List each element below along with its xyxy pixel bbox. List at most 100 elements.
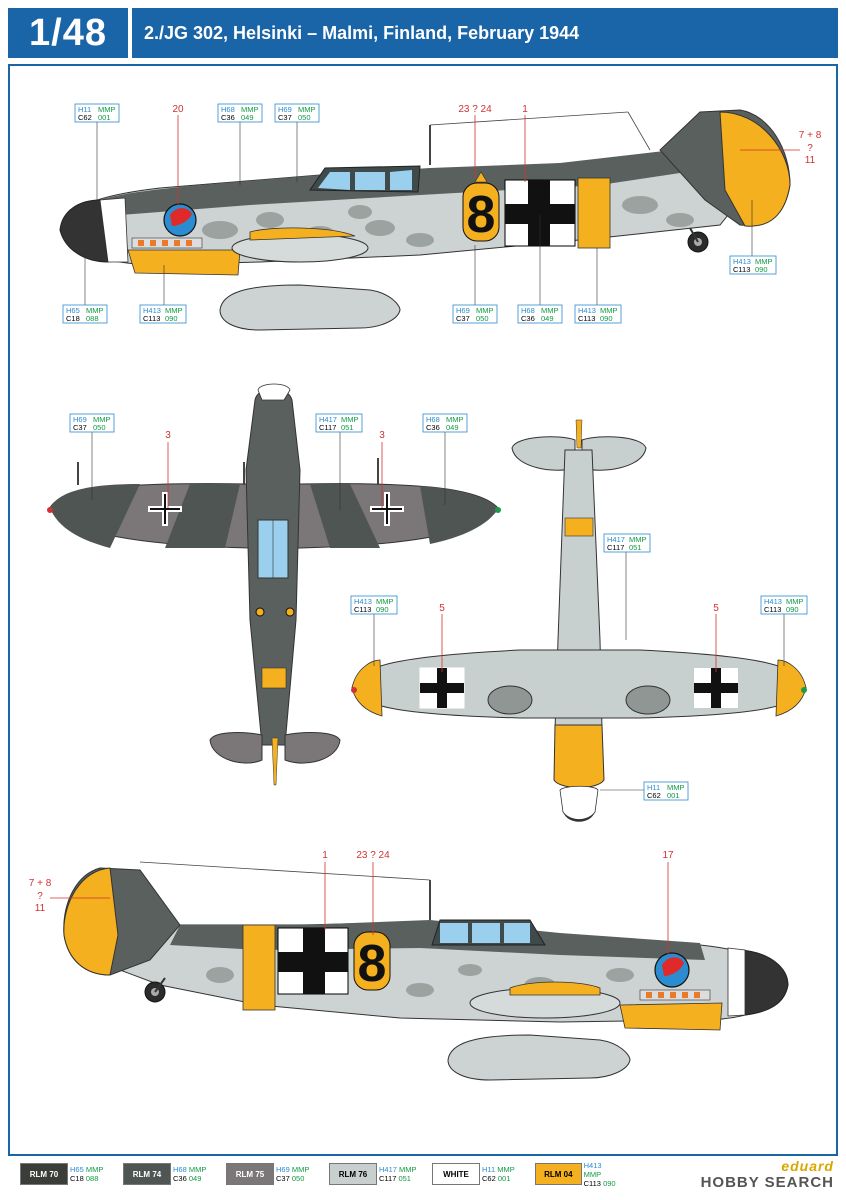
page-title: 2./JG 302, Helsinki – Malmi, Finland, Fe… xyxy=(132,8,838,58)
callout-7-8: 7 + 8 xyxy=(799,130,822,141)
svg-text:MMP: MMP xyxy=(165,306,183,315)
callout-5-left: 5 xyxy=(439,603,445,614)
svg-text:C36: C36 xyxy=(221,113,235,122)
fuselage-number: 8 xyxy=(467,186,496,244)
svg-text:MMP: MMP xyxy=(786,597,804,606)
svg-text:049: 049 xyxy=(241,113,254,122)
svg-text:051: 051 xyxy=(341,423,354,432)
svg-text:050: 050 xyxy=(298,113,311,122)
svg-text:H11: H11 xyxy=(647,783,660,792)
callout-1-right: 1 xyxy=(322,850,328,861)
legend-mmp-code: 050 xyxy=(291,1174,305,1183)
legend-mmp: MMP xyxy=(188,1165,207,1174)
callout-5-right: 5 xyxy=(713,603,719,614)
eduard-logo: eduard xyxy=(781,1158,834,1174)
callout-11: 11 xyxy=(805,155,816,166)
svg-text:H68: H68 xyxy=(221,105,235,114)
svg-text:090: 090 xyxy=(755,265,768,274)
svg-text:C113: C113 xyxy=(733,265,750,274)
callout-17: 17 xyxy=(662,850,674,861)
legend-c-code: C62 xyxy=(482,1174,496,1183)
svg-text:090: 090 xyxy=(165,314,178,323)
right-balkenkreuz xyxy=(277,927,349,995)
legend-c-code: C117 xyxy=(379,1174,397,1183)
legend-h-code: H65 xyxy=(70,1165,84,1174)
svg-text:MMP: MMP xyxy=(298,105,316,114)
svg-text:H413: H413 xyxy=(733,257,751,266)
legend-mmp-code: 001 xyxy=(497,1174,511,1183)
top-cross-left xyxy=(148,492,182,526)
legend-mmp-code: 088 xyxy=(85,1174,99,1183)
callout-question-right: ? xyxy=(37,891,43,902)
legend-h-code: H417 xyxy=(379,1165,397,1174)
legend-mmp: MMP xyxy=(399,1165,417,1174)
svg-text:C37: C37 xyxy=(278,113,292,122)
svg-text:049: 049 xyxy=(541,314,554,323)
underside-plan-view: 5 5 xyxy=(351,419,807,822)
legend-mmp-code: 049 xyxy=(188,1174,202,1183)
legend-mmp: MMP xyxy=(291,1165,310,1174)
legend-color-name: RLM 04 xyxy=(535,1163,582,1185)
svg-text:H413: H413 xyxy=(354,597,372,606)
svg-text:H65: H65 xyxy=(66,306,80,315)
callout-11-right: 11 xyxy=(35,903,46,914)
underside-cross-left xyxy=(419,667,465,709)
legend-mmp: MMP xyxy=(497,1165,515,1174)
legend-c-code: C113 xyxy=(583,1178,601,1188)
svg-text:C113: C113 xyxy=(764,605,781,614)
svg-text:MMP: MMP xyxy=(341,415,359,424)
svg-text:MMP: MMP xyxy=(755,257,773,266)
callout-23-24-right: 23 ? 24 xyxy=(356,850,390,861)
svg-text:050: 050 xyxy=(93,423,106,432)
right-profile-view: 8 1 23 ? 24 17 7 xyxy=(29,850,789,1081)
callout-20: 20 xyxy=(172,104,184,115)
header: 1/48 2./JG 302, Helsinki – Malmi, Finlan… xyxy=(0,0,846,62)
svg-text:MMP: MMP xyxy=(446,415,464,424)
callout-23-24: 23 ? 24 xyxy=(458,104,492,115)
svg-text:MMP: MMP xyxy=(476,306,494,315)
left-profile-view: 8 xyxy=(59,104,822,331)
scale-label: 1/48 xyxy=(8,8,128,58)
svg-text:050: 050 xyxy=(476,314,489,323)
hobby-search-logo: HOBBY SEARCH xyxy=(700,1174,834,1191)
top-plan-view: 3 3 xyxy=(47,383,501,786)
callout-1: 1 xyxy=(522,104,528,115)
svg-text:C18: C18 xyxy=(66,314,80,323)
legend-color-name: RLM 74 xyxy=(123,1163,171,1185)
legend-mmp: MMP xyxy=(85,1165,104,1174)
legend-mmp-code: 051 xyxy=(398,1174,411,1183)
legend-mmp-code: 090 xyxy=(603,1178,616,1188)
svg-text:H413: H413 xyxy=(764,597,782,606)
svg-text:090: 090 xyxy=(600,314,613,323)
svg-text:051: 051 xyxy=(629,543,642,552)
svg-text:H417: H417 xyxy=(319,415,337,424)
svg-text:C62: C62 xyxy=(78,113,92,122)
top-cross-right xyxy=(370,492,404,526)
legend-c-code: C36 xyxy=(173,1174,187,1183)
legend-c-code: C37 xyxy=(276,1174,290,1183)
svg-text:C62: C62 xyxy=(647,791,661,800)
legend-h-code: H413 xyxy=(583,1160,602,1170)
drop-tank xyxy=(219,284,401,331)
svg-text:088: 088 xyxy=(86,314,99,323)
fuselage-number-right: 8 xyxy=(358,935,387,993)
svg-text:H69: H69 xyxy=(456,306,470,315)
svg-text:H413: H413 xyxy=(143,306,161,315)
svg-text:MMP: MMP xyxy=(93,415,111,424)
legend-h-code: H11 xyxy=(482,1165,496,1174)
legend-mmp: MMP xyxy=(583,1169,602,1179)
legend-color-name: WHITE xyxy=(432,1163,480,1185)
